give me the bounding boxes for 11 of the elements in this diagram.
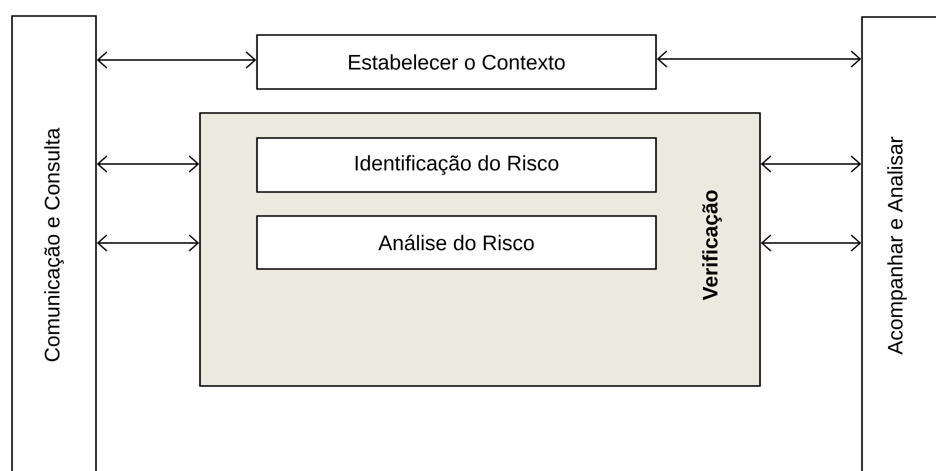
arrow [96,51,256,69]
process-box: Estabelecer o Contexto [256,34,657,90]
arrow [760,155,862,173]
side-bar: Comunicação e Consulta [11,15,97,471]
process-box: Análise do Risco [256,215,657,270]
arrow [96,234,200,252]
arrow [656,50,862,68]
side-bar: Acompanhar e Analisar [861,16,936,471]
arrow [760,234,862,252]
arrow [96,155,200,173]
process-box: Identificação do Risco [256,137,657,193]
